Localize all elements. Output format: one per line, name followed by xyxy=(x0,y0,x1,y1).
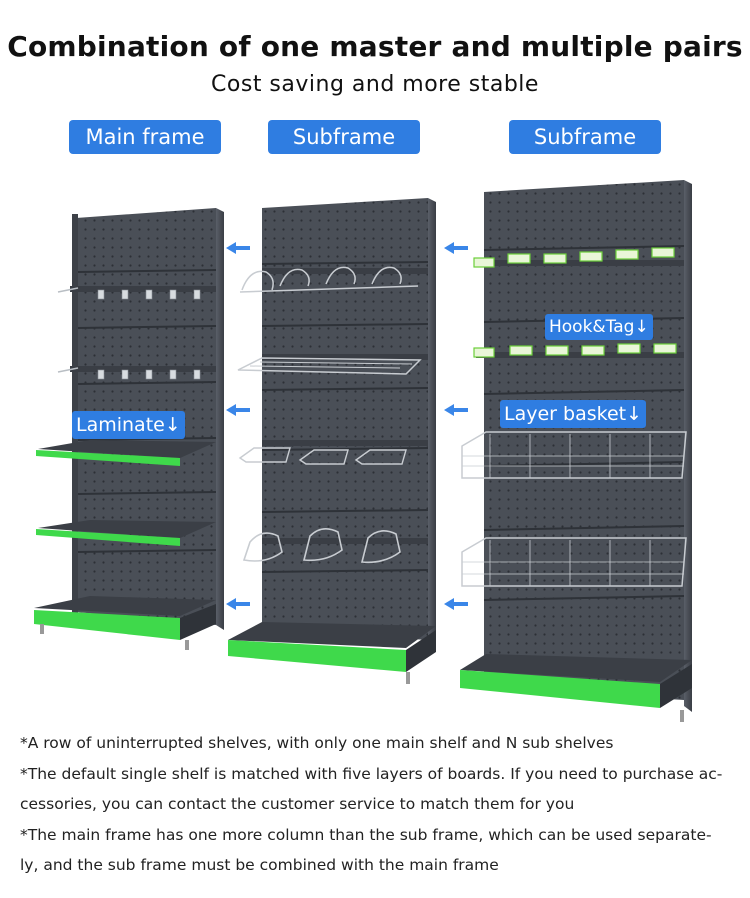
note-line-3: cessories, you can contact the customer … xyxy=(20,795,575,813)
wire-baskets-row-3 xyxy=(238,440,428,465)
page-title: Combination of one master and multiple p… xyxy=(7,30,743,63)
hook-row-2 xyxy=(57,366,216,380)
subframe-1-shelf xyxy=(228,198,436,684)
connection-arrows xyxy=(226,242,468,610)
subframe-2-shelf xyxy=(460,180,692,722)
subframe-1-base xyxy=(228,622,436,684)
note-line-1: *A row of uninterrupted shelves, with on… xyxy=(20,734,614,752)
layer-basket-2 xyxy=(461,537,687,587)
arrow-left-icon xyxy=(444,242,468,254)
hook-row-1 xyxy=(57,286,216,300)
tag-layer-basket: Layer basket↓ xyxy=(500,400,647,428)
tag-laminate: Laminate↓ xyxy=(72,411,185,439)
arrow-left-icon xyxy=(444,598,468,610)
tag-hook-tag: Hook&Tag↓ xyxy=(545,314,653,340)
note-line-2: *The default single shelf is matched wit… xyxy=(20,764,723,783)
arrow-left-icon xyxy=(226,242,250,254)
label-subframe-2: Subframe xyxy=(509,120,661,154)
price-tag-row-2 xyxy=(473,343,684,358)
arrow-left-icon xyxy=(226,598,250,610)
notes-section: *A row of uninterrupted shelves, with on… xyxy=(20,728,735,881)
main-shelf-1 xyxy=(36,440,216,466)
note-line-5: ly, and the sub frame must be combined w… xyxy=(20,856,499,874)
shelf-illustration xyxy=(34,180,692,722)
note-line-4: *The main frame has one more column than… xyxy=(20,825,712,844)
main-base xyxy=(34,596,216,650)
arrow-left-icon xyxy=(444,404,468,416)
arrow-left-icon xyxy=(226,404,250,416)
wire-rack-row-2 xyxy=(237,354,428,375)
main-shelf-2 xyxy=(36,520,216,546)
wire-hooks-row-1 xyxy=(239,266,428,293)
page-subtitle: Cost saving and more stable xyxy=(211,72,539,97)
layer-basket-1 xyxy=(461,431,687,479)
subframe-2-base xyxy=(460,654,692,722)
label-subframe-1: Subframe xyxy=(268,120,420,154)
label-main-frame: Main frame xyxy=(69,120,221,154)
price-tag-row-1 xyxy=(473,247,684,268)
wire-holders-row-4 xyxy=(242,528,428,564)
